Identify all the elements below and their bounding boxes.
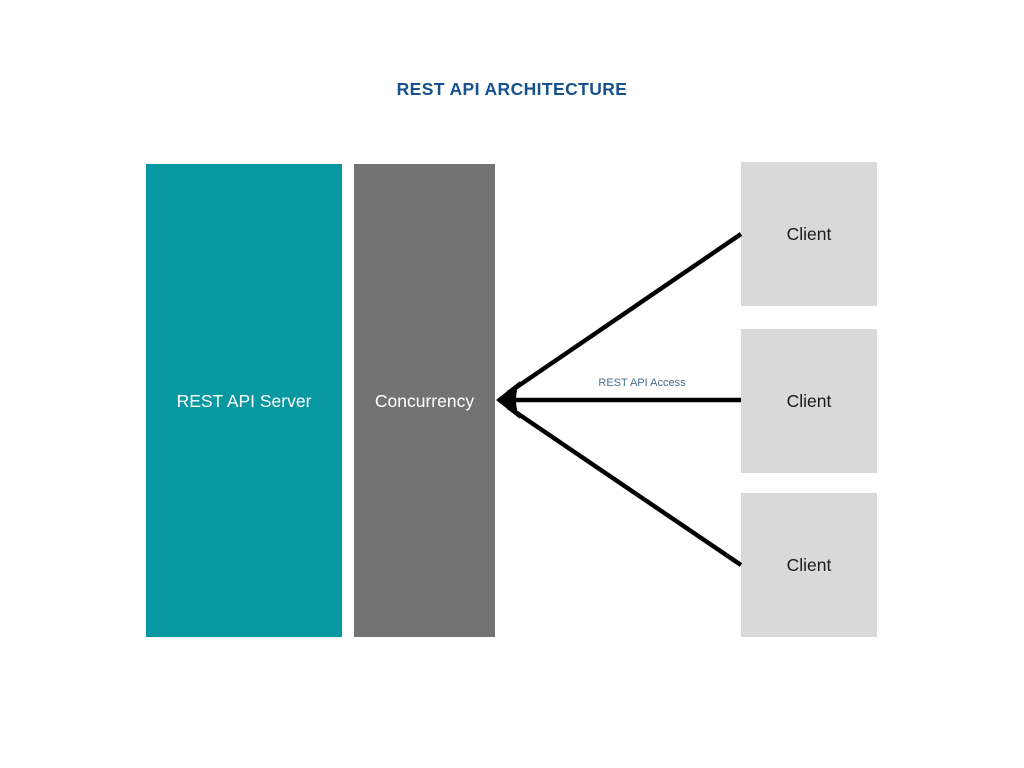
page-title: REST API ARCHITECTURE [396,79,628,99]
client-node-1[interactable]: Client [741,162,877,306]
rest-api-server-node[interactable]: REST API Server [146,164,342,637]
connector-label-rest-api-access: REST API Access [598,377,686,389]
client-node-3-label: Client [786,555,832,575]
concurrency-node[interactable]: Concurrency [354,164,495,637]
client-node-3[interactable]: Client [741,493,877,637]
client-node-2-label: Client [786,391,832,411]
concurrency-label: Concurrency [374,390,475,411]
connector-client-3-to-concurrency[interactable] [506,405,743,567]
client-node-2[interactable]: Client [741,329,877,473]
rest-api-server-label: REST API Server [176,390,312,411]
client-node-1-label: Client [786,224,832,244]
connector-client-1-to-concurrency[interactable] [506,232,743,395]
arrowhead-icon [496,381,520,419]
